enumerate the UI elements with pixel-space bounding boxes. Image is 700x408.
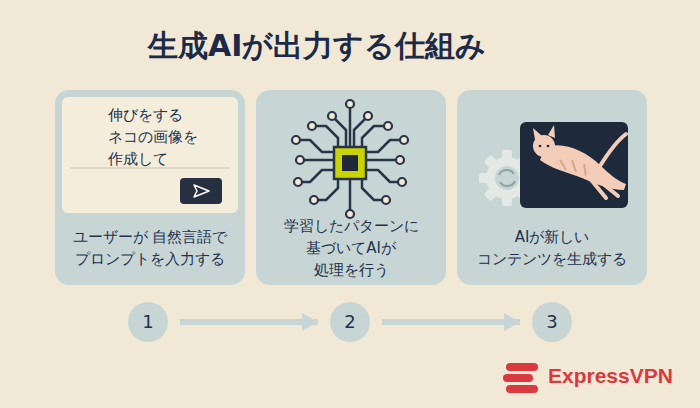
- node-text: ユーザーが 自然言語で プロンプトを入力する: [72, 226, 228, 270]
- step-number-circle: 3: [532, 302, 572, 342]
- diagram-title: 生成AIが出力する仕組み: [148, 26, 486, 66]
- logo-bar: [503, 374, 533, 382]
- step-number-circle: 2: [330, 302, 370, 342]
- step-number: 1: [142, 311, 153, 333]
- logo-bar: [506, 385, 538, 393]
- step-panel: 学習したパターンに 基づいてAIが 処理を行う: [256, 90, 446, 285]
- logo-icon: [503, 363, 538, 393]
- step-number: 3: [546, 311, 557, 333]
- step-number: 2: [344, 311, 355, 333]
- node-text: AIが新しい コンテンツを生成する: [474, 226, 630, 270]
- step-number-circle: 1: [128, 302, 168, 342]
- node-text: 学習したパターンに 基づいてAIが 処理を行う: [273, 215, 429, 281]
- step-panel: ユーザーが 自然言語で プロンプトを入力する 伸びをする ネコの画像を 作成して: [55, 90, 245, 285]
- flow-arrow: [180, 319, 318, 325]
- flow-arrow: [382, 319, 520, 325]
- logo-bar: [506, 363, 538, 371]
- brand-logo-text: ExpressVPN: [548, 364, 673, 388]
- prompt-input-box: 伸びをする ネコの画像を 作成して: [62, 97, 238, 213]
- node-text: 伸びをする ネコの画像を 作成して: [108, 104, 226, 170]
- step-panel: AIが新しい コンテンツを生成する: [457, 90, 647, 285]
